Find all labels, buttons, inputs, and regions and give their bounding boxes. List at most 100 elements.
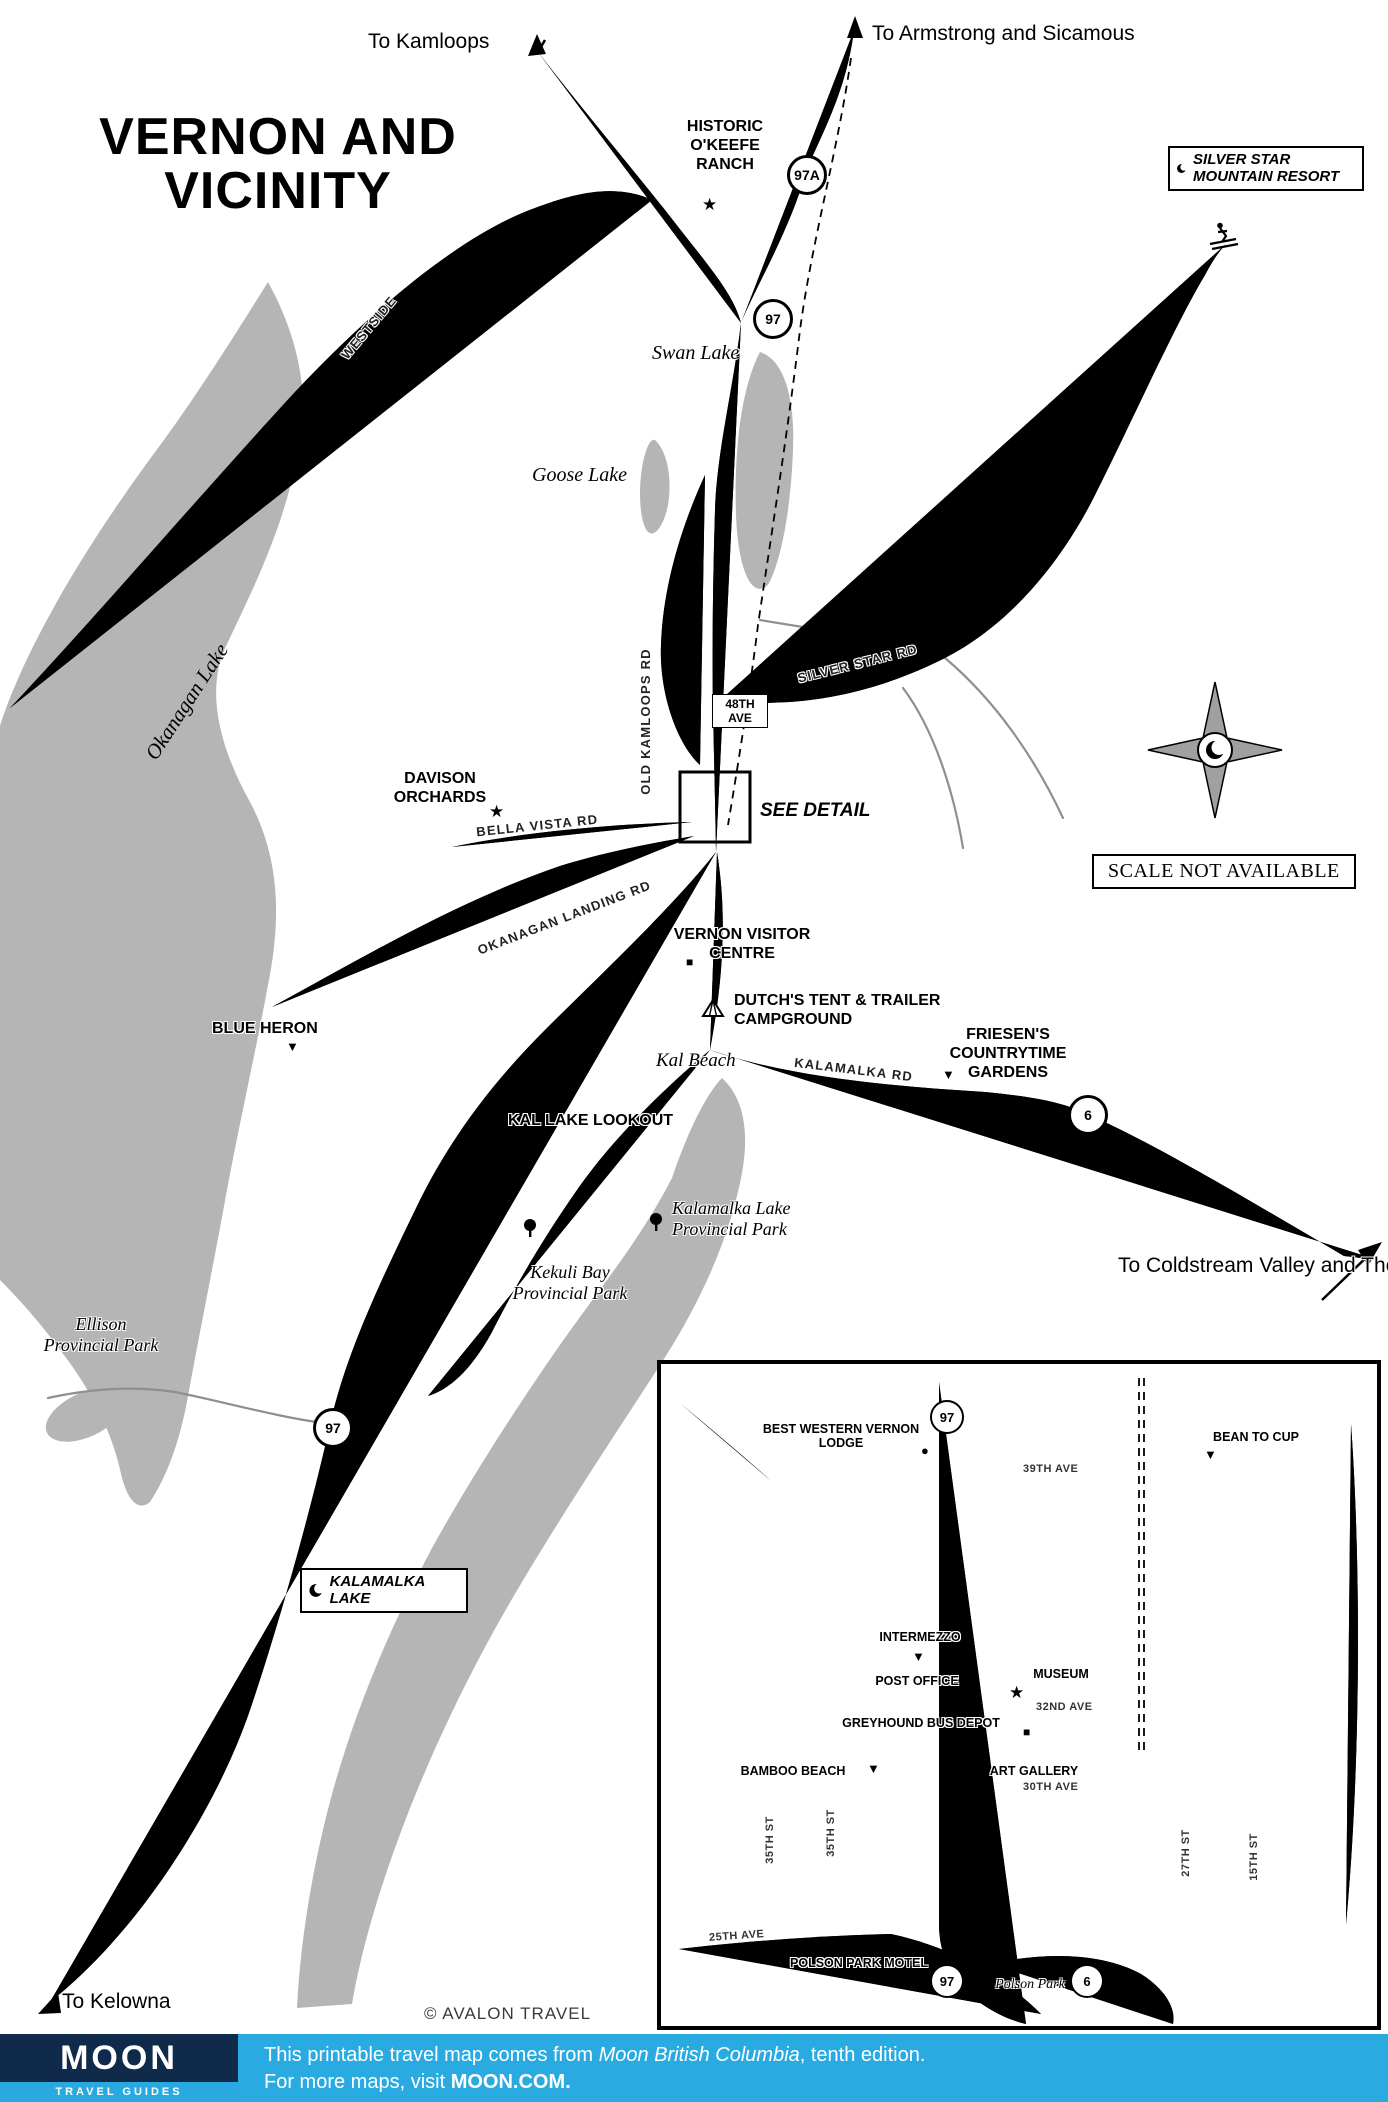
kal-beach-label: Kal Beach: [656, 1050, 736, 1071]
blue-heron-label: BLUE HERON: [212, 1020, 318, 1037]
highway-6-shield: 6: [1068, 1095, 1108, 1135]
star-icon: ★: [617, 1133, 633, 1152]
to-coldstream-label: To Coldstream Valley and The Kootenays: [1118, 1254, 1388, 1277]
footer-line1-prefix: This printable travel map comes from: [264, 2044, 599, 2066]
footer-text: This printable travel map comes from Moo…: [238, 2034, 1388, 2102]
kal-lookout-label: KAL LAKE LOOKOUT: [508, 1112, 674, 1129]
post-office-label: POST OFFICE: [875, 1674, 959, 1688]
footer-line2-prefix: For more maps, visit: [264, 2071, 451, 2093]
dot-marker-icon: ●: [921, 1443, 929, 1458]
greyhound-label: GREYHOUND BUS DEPOT: [842, 1716, 1000, 1730]
highway-97-shield: 97: [930, 1964, 964, 1998]
square-marker-icon: ■: [1023, 1725, 1031, 1739]
moon-com-link[interactable]: MOON.COM.: [450, 2071, 571, 2093]
highway-6-shield: 6: [1070, 1964, 1104, 1998]
swan-lake-shape: [735, 352, 794, 589]
star-icon: ★: [702, 195, 718, 214]
moon-icon: [1177, 163, 1188, 173]
footer-book-title: Moon British Columbia: [598, 2044, 800, 2066]
visitor-centre-label: VERNON VISITOR CENTRE: [673, 926, 811, 962]
star-icon: ★: [489, 802, 505, 821]
polson-motel-label: POLSON PARK MOTEL: [790, 1956, 928, 1970]
square-marker-icon: ■: [973, 1689, 981, 1703]
lake-shapes: [0, 282, 794, 2008]
old-kamloops-road-label: OLD KAMLOOPS RD: [637, 648, 653, 795]
okeefe-ranch-label: HISTORIC O'KEEFE RANCH: [686, 118, 764, 173]
scale-note-box: SCALE NOT AVAILABLE: [1092, 854, 1356, 889]
tree-icon: [650, 1213, 662, 1231]
moon-travel-guides-logo: MOON TRAVEL GUIDES: [0, 2034, 238, 2102]
skier-icon: [1209, 222, 1239, 251]
39th-ave-label: 39TH AVE: [1023, 1463, 1079, 1475]
30th-ave-label: 30TH AVE: [1023, 1781, 1079, 1793]
star-icon: ★: [954, 1759, 970, 1778]
swan-lake-label: Swan Lake: [652, 342, 740, 364]
footer-line1: This printable travel map comes from Moo…: [264, 2042, 1388, 2069]
okanagan-lake-shape: [0, 282, 304, 1506]
highway-97a-shield: 97A: [787, 155, 827, 195]
48th-ave-label: 48TH AVE: [712, 694, 768, 729]
to-kelowna-label: To Kelowna: [62, 1990, 171, 2013]
kalamalka-lake-label: KALAMALKA LAKE: [329, 1573, 425, 1607]
footer-bar: MOON TRAVEL GUIDES This printable travel…: [0, 2034, 1388, 2102]
kalamalka-lake-shape: [297, 1078, 746, 2008]
direction-arrows: [38, 16, 1382, 2014]
bean-to-cup-label: BEAN TO CUP: [1213, 1430, 1299, 1444]
32nd-ave-label: 32ND AVE: [1036, 1701, 1093, 1713]
highway-97-shield: 97: [313, 1408, 353, 1448]
davison-orchards-label: DAVISON ORCHARDS: [393, 770, 487, 806]
intermezzo-label: INTERMEZZO: [879, 1630, 961, 1644]
tree-icon: [987, 1933, 999, 1951]
kalamalka-lake-box: KALAMALKA LAKE: [300, 1568, 468, 1613]
inset-railway: [1138, 1378, 1145, 1754]
48th-ave-line1: 48TH: [725, 697, 755, 711]
tent-icon: [701, 998, 725, 1017]
see-detail-label: SEE DETAIL: [760, 800, 871, 821]
highway-97-shield: 97: [753, 299, 793, 339]
kalamalka-park-label: Kalamalka Lake Provincial Park: [672, 1198, 791, 1239]
35th-st-label: 35TH ST: [763, 1816, 776, 1864]
downtown-inset-map: 97 BEST WESTERN VERNON LODGE ● BEAN TO C…: [657, 1360, 1381, 2030]
polson-park-label: Polson Park: [995, 1977, 1065, 1992]
moon-icon: [309, 1583, 324, 1597]
logo-wordmark: MOON: [60, 2038, 178, 2077]
triangle-marker-icon: ▼: [942, 1067, 955, 1082]
friesens-gardens-label: FRIESEN'S COUNTRYTIME GARDENS: [949, 1026, 1067, 1081]
museum-label: MUSEUM: [1033, 1667, 1089, 1681]
silver-star-resort-box: SILVER STAR MOUNTAIN RESORT: [1168, 146, 1364, 191]
art-gallery-label: ART GALLERY: [989, 1764, 1079, 1778]
to-armstrong-label: To Armstrong and Sicamous: [872, 22, 1135, 45]
triangle-marker-icon: ▼: [1204, 1447, 1217, 1462]
square-marker-icon: ■: [686, 955, 694, 969]
logo-subtitle: TRAVEL GUIDES: [0, 2082, 238, 2102]
compass-rose: [1147, 681, 1283, 819]
triangle-marker-icon: ▼: [912, 1649, 925, 1664]
map-title: VERNON AND VICINITY: [99, 108, 457, 221]
detail-extent-box: [678, 770, 752, 844]
kekuli-park-label: Kekuli Bay Provincial Park: [512, 1262, 628, 1303]
triangle-marker-icon: ▼: [286, 1039, 299, 1054]
bamboo-beach-label: BAMBOO BEACH: [740, 1764, 846, 1778]
highway-97-shield: 97: [930, 1400, 964, 1434]
goose-lake-label: Goose Lake: [532, 464, 627, 486]
railway-line: [727, 57, 852, 826]
best-western-label: BEST WESTERN VERNON LODGE: [762, 1422, 920, 1451]
goose-lake-shape: [640, 439, 670, 534]
dot-marker-icon: ●: [913, 1936, 921, 1951]
triangle-marker-icon: ▼: [867, 1761, 880, 1776]
to-kamloops-label: To Kamloops: [368, 30, 490, 53]
dutchs-campground-label: DUTCH'S TENT & TRAILER CAMPGROUND: [734, 992, 941, 1028]
48th-ave-line2: AVE: [728, 711, 752, 726]
ellison-bay-shape: [45, 1388, 125, 1442]
35th-st-label: 35TH ST: [824, 1809, 837, 1857]
inset-canvas: [679, 1378, 1361, 2024]
15th-st-label: 15TH ST: [1247, 1833, 1260, 1881]
tree-icon: [524, 1219, 536, 1237]
silver-star-resort-label: SILVER STAR MOUNTAIN RESORT: [1193, 151, 1340, 185]
copyright-label: © AVALON TRAVEL: [424, 2004, 592, 2023]
ellison-park-label: Ellison Provincial Park: [43, 1314, 159, 1355]
star-icon: ★: [1009, 1683, 1025, 1702]
27th-st-label: 27TH ST: [1179, 1829, 1192, 1877]
